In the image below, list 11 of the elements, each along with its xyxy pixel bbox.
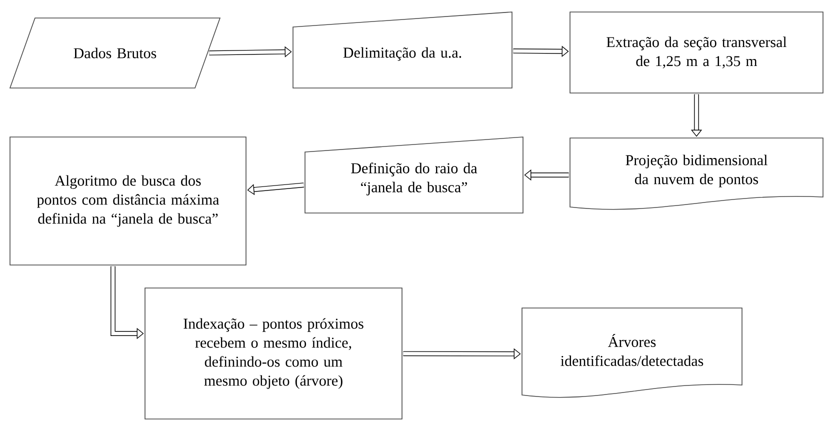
arrow: [247, 182, 304, 196]
process-box: Algoritmo de busca dos pontos com distância máxima definida na “janela de busca”: [10, 136, 246, 266]
manual-input-box: Delimitação da u.a.: [292, 12, 512, 88]
document-box: Árvores identificadas/detectadas: [522, 308, 742, 398]
manual-input-box: Definição do raio da “janela de busca”: [304, 136, 524, 214]
arrow: [209, 46, 292, 58]
process-box: Extração da seção transversal de 1,25 m a 1,35 m: [570, 12, 824, 94]
arrow: [513, 46, 569, 57]
process-box: Indexação – pontos próximos recebem o mesmo índice, definindo-os como um mesmo objeto (árvore): [144, 288, 402, 420]
document-box: Projeção bidimensional da nuvem de pontos: [570, 138, 824, 210]
arrow: [403, 348, 521, 360]
